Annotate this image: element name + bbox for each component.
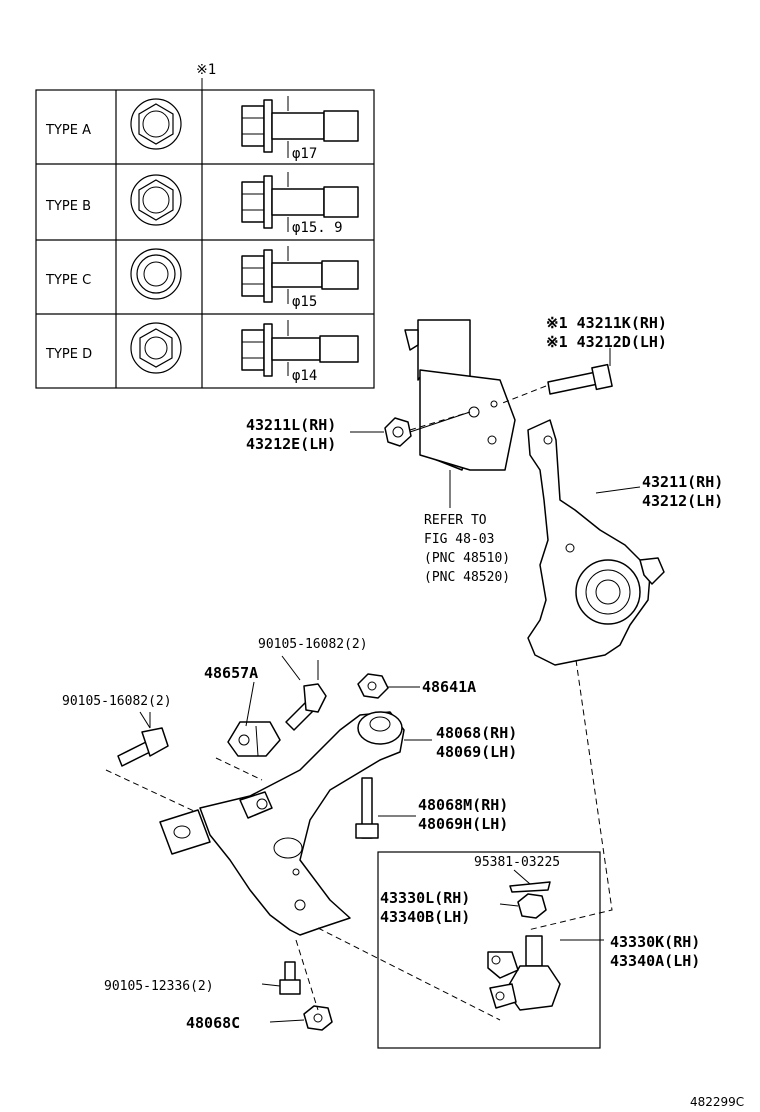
stud-bolt-type-b (241, 175, 359, 229)
nut-48068c (269, 1005, 333, 1031)
type-b-label: TYPE B (45, 199, 91, 214)
label-bolt-left: 90105-16082(2) (62, 694, 172, 709)
label-knuckle-lh: 43212(LH) (642, 492, 723, 510)
type-b-diameter: φ15. 9 (292, 220, 343, 236)
label-bolt-m-lh: 48069H(LH) (418, 815, 508, 833)
type-d-label: TYPE D (45, 347, 92, 362)
label-nut-bottom: 48068C (186, 1014, 240, 1032)
dashed-assembly-lines (105, 385, 613, 1021)
type-a-label: TYPE A (45, 123, 91, 138)
label-bolt-m-rh: 48068M(RH) (418, 796, 508, 814)
label-arm-lh: 48069(LH) (436, 743, 517, 761)
leader-lines (139, 431, 604, 941)
label-refer-1: REFER TO (424, 513, 487, 528)
label-nut-48641a: 48641A (422, 678, 476, 696)
label-knuckle-rh: 43211(RH) (642, 473, 723, 491)
shock-absorber-strut (404, 319, 516, 508)
stud-bolt-type-a (241, 99, 359, 153)
label-cotter-pin: 95381-03225 (474, 855, 560, 870)
strut-bolt (547, 348, 613, 395)
nut-48641a (357, 673, 420, 699)
table-row-type-d: TYPE D φ14 (45, 320, 359, 384)
part-labels: ※1 43211K(RH) ※1 43212D(LH) 43211L(RH) 4… (62, 314, 744, 1109)
label-bj-nut-rh: 43330L(RH) (380, 889, 470, 907)
bolt-type-table: ※1 TYPE A φ17 TYPE B (35, 62, 375, 389)
ball-joint-group (377, 851, 601, 1049)
label-bj-nut-lh: 43340B(LH) (380, 908, 470, 926)
stud-bolt-type-d (241, 323, 359, 377)
bolt-90105-16082-top (285, 660, 327, 731)
label-bolt-top: 90105-16082(2) (258, 637, 368, 652)
bracket-48657a (227, 721, 281, 757)
lower-control-arm (159, 711, 405, 936)
table-row-type-a: TYPE A φ17 (45, 96, 359, 162)
steering-knuckle (527, 419, 665, 666)
table-marker: ※1 (196, 62, 216, 78)
label-nut-rh: 43211L(RH) (246, 416, 336, 434)
label-bolt-lh: ※1 43212D(LH) (546, 333, 667, 351)
table-row-type-c: TYPE C φ15 (45, 246, 359, 310)
label-arm-rh: 48068(RH) (436, 724, 517, 742)
label-bolt-bottom: 90105-12336(2) (104, 979, 214, 994)
bolt-48068m (355, 777, 416, 839)
label-bracket: 48657A (204, 664, 258, 682)
label-refer-2: FIG 48-03 (424, 532, 494, 547)
label-ball-joint-rh: 43330K(RH) (610, 933, 700, 951)
label-ball-joint-lh: 43340A(LH) (610, 952, 700, 970)
stud-bolt-type-c (241, 249, 359, 303)
type-d-diameter: φ14 (292, 368, 317, 384)
table-row-type-b: TYPE B φ15. 9 (45, 172, 359, 236)
type-a-diameter: φ17 (292, 146, 317, 162)
label-bolt-rh: ※1 43211K(RH) (546, 314, 667, 332)
type-c-diameter: φ15 (292, 294, 317, 310)
bolt-90105-12336 (261, 961, 301, 995)
type-c-label: TYPE C (45, 273, 91, 288)
figure-number: 482299C (690, 1095, 744, 1109)
label-nut-lh: 43212E(LH) (246, 435, 336, 453)
label-refer-4: (PNC 48520) (424, 570, 510, 585)
label-refer-3: (PNC 48510) (424, 551, 510, 566)
bolt-90105-16082-left (117, 712, 169, 767)
